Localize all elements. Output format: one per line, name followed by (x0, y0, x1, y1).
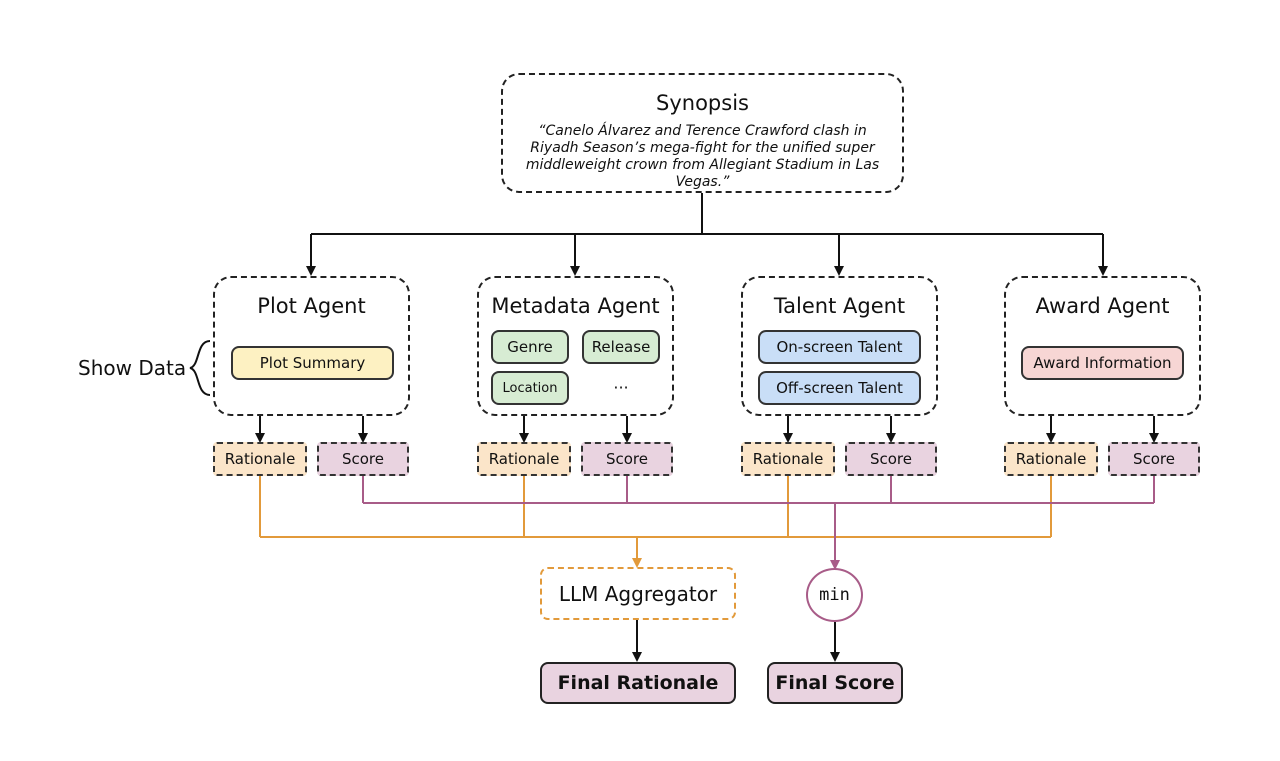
genre-item: Genre (491, 330, 569, 364)
show-data-label: Show Data (78, 356, 187, 380)
plot-agent-box: Plot Agent Plot Summary (213, 276, 410, 416)
show-data-brace (189, 340, 211, 396)
synopsis-title: Synopsis (656, 91, 749, 115)
talent-score: Score (845, 442, 937, 476)
plot-score: Score (317, 442, 409, 476)
plot-agent-title: Plot Agent (257, 294, 366, 318)
award-information-item: Award Information (1021, 346, 1184, 380)
more-items-ellipsis: ··· (613, 378, 629, 397)
metadata-rationale: Rationale (477, 442, 571, 476)
metadata-agent-title: Metadata Agent (491, 294, 660, 318)
llm-aggregator-box: LLM Aggregator (540, 567, 736, 620)
final-score-box: Final Score (767, 662, 903, 704)
plot-summary-item: Plot Summary (231, 346, 394, 380)
talent-agent-title: Talent Agent (773, 294, 906, 318)
final-rationale-box: Final Rationale (540, 662, 736, 704)
talent-rationale: Rationale (741, 442, 835, 476)
talent-agent-box: Talent Agent On-screen Talent Off-screen… (741, 276, 938, 416)
location-item: Location (491, 371, 569, 405)
off-screen-talent-item: Off-screen Talent (758, 371, 921, 405)
on-screen-talent-item: On-screen Talent (758, 330, 921, 364)
metadata-score: Score (581, 442, 673, 476)
award-agent-title: Award Agent (1035, 294, 1170, 318)
metadata-agent-box: Metadata Agent Genre Release Location ··… (477, 276, 674, 416)
min-operator: min (806, 568, 863, 622)
plot-rationale: Rationale (213, 442, 307, 476)
award-agent-box: Award Agent Award Information (1004, 276, 1201, 416)
award-score: Score (1108, 442, 1200, 476)
award-rationale: Rationale (1004, 442, 1098, 476)
synopsis-text: “Canelo Álvarez and Terence Crawford cla… (525, 123, 880, 190)
synopsis-box: Synopsis “Canelo Álvarez and Terence Cra… (501, 73, 904, 193)
release-item: Release (582, 330, 660, 364)
